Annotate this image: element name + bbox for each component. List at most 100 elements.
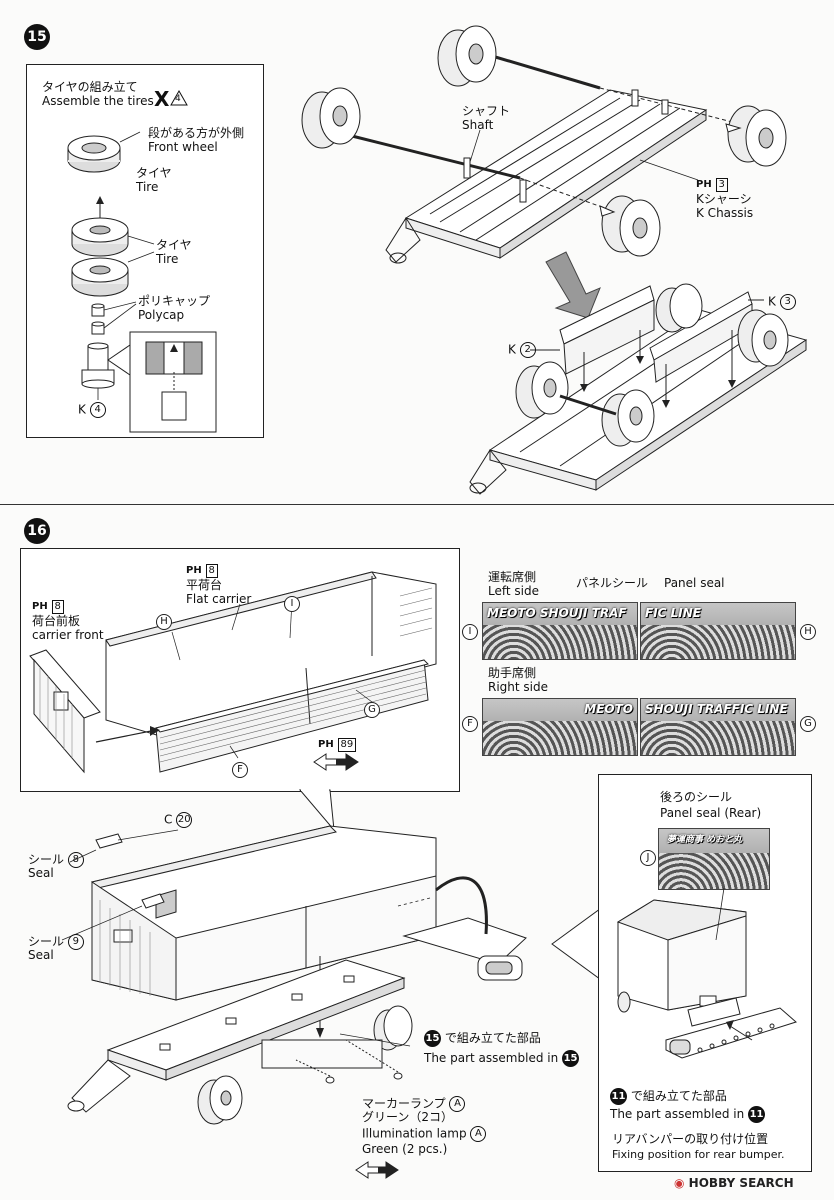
assembled-15-en-text: The part assembled in: [424, 1051, 559, 1065]
left-side-en: Left side: [488, 584, 539, 598]
sticker-f-text: MEOTO: [584, 702, 633, 716]
front-wheel-jp: 段がある方が外側: [148, 126, 245, 140]
marker-lamp-en-circ: A: [470, 1126, 487, 1142]
seal9-jp-text: シール: [28, 934, 65, 949]
carrier-front-en: carrier front: [32, 628, 104, 642]
sticker-label-g: G: [800, 716, 816, 732]
seal8-jp-text: シール: [28, 852, 65, 867]
panel-seal-jp: パネルシール: [576, 576, 649, 590]
sticker-f-wave: [483, 721, 637, 755]
carrier-front-badge: PH 8: [32, 598, 64, 614]
assembled-11-en: The part assembled in 11: [610, 1106, 766, 1123]
sticker-f: MEOTO: [482, 698, 638, 756]
watermark: ◉ HOBBY SEARCH: [674, 1176, 794, 1190]
part-k3: K 3: [768, 294, 796, 310]
seal8-num: 8: [67, 852, 84, 868]
sticker-h-text: FIC LINE: [645, 606, 701, 620]
part-c20-num: 20: [176, 812, 193, 828]
sticker-label-i: I: [462, 624, 478, 640]
assembled-11-en-badge: 11: [748, 1106, 766, 1123]
sticker-g-text: SHOUJI TRAFFIC LINE: [645, 702, 788, 716]
seal9-num: 9: [67, 934, 84, 950]
sticker-g-wave: [641, 721, 795, 755]
watermark-icon: ◉: [674, 1176, 685, 1190]
ref-badge-num: 89: [337, 738, 357, 752]
quantity-number-text: 4: [175, 94, 181, 104]
rear-seal-jp: 後ろのシール: [660, 790, 733, 804]
tire2-en: Tire: [156, 252, 179, 266]
sticker-g: SHOUJI TRAFFIC LINE: [640, 698, 796, 756]
panel-seal-en: Panel seal: [664, 576, 725, 590]
tire1-jp: タイヤ: [136, 166, 172, 180]
label-f: F: [232, 762, 248, 778]
right-side-jp: 助手席側: [488, 666, 537, 680]
part-k2-num: 2: [519, 342, 536, 358]
seal8-en: Seal: [28, 866, 54, 880]
chassis-badge-num: 3: [715, 178, 728, 192]
tire-3-icon: [71, 257, 129, 297]
sticker-i-text: MEOTO SHOUJI TRAF: [487, 606, 627, 620]
assembled-15-badge: 15: [424, 1030, 441, 1047]
rear-sticker-wave: [659, 853, 769, 889]
sticker-label-h: H: [800, 624, 816, 640]
quantity-mark: X: [154, 87, 170, 111]
polycap-jp: ポリキャップ: [138, 294, 211, 308]
step-15-number: 15: [24, 24, 50, 50]
polycap-en: Polycap: [138, 308, 185, 322]
rear-bumper-jp: リアバンパーの取り付け位置: [612, 1132, 769, 1146]
marker-lamp-jp: マーカーランプ A: [362, 1096, 466, 1112]
rear-seal-en: Panel seal (Rear): [660, 806, 762, 820]
marker-lamp-en2: Green (2 pcs.): [362, 1142, 448, 1156]
triangle-icon: [170, 89, 188, 106]
part-k2: K 2: [508, 342, 536, 358]
carrier-front-badge-num: 8: [51, 600, 64, 614]
tire2-jp: タイヤ: [156, 238, 192, 252]
flat-carrier-jp: 平荷台: [186, 578, 223, 592]
quantity-number: 4: [170, 89, 188, 109]
sticker-i: MEOTO SHOUJI TRAF: [482, 602, 638, 660]
section-divider: [0, 504, 834, 505]
flat-carrier-badge: PH 8: [186, 562, 218, 578]
assembled-11-jp: 11 で組み立てた部品: [610, 1088, 727, 1105]
shaft-en: Shaft: [462, 118, 494, 132]
assembled-11-en-text: The part assembled in: [610, 1107, 745, 1121]
ref-badge: PH 89: [318, 736, 357, 752]
flat-carrier-badge-num: 8: [205, 564, 218, 578]
marker-lamp-en: Illumination lamp A: [362, 1126, 487, 1142]
rear-bumper-en: Fixing position for rear bumper.: [612, 1148, 785, 1161]
chassis-badge: PH 3: [696, 176, 728, 192]
shaft-jp: シャフト: [462, 104, 511, 118]
seal8-jp: シール 8: [28, 852, 84, 868]
assembled-15-jp-text: で組み立てた部品: [444, 1031, 541, 1045]
wheel-icon: [301, 25, 787, 257]
part-k4: K 4: [78, 402, 106, 418]
marker-lamp-jp2: グリーン（2コ）: [362, 1110, 454, 1124]
flat-carrier-badge-text: PH: [186, 565, 202, 576]
watermark-text: HOBBY SEARCH: [688, 1176, 794, 1190]
marker-lamp-jp-text: マーカーランプ: [362, 1096, 446, 1111]
part-c20-letter: C: [164, 812, 173, 827]
assembled-11-jp-text: で組み立てた部品: [630, 1089, 727, 1103]
tire-assembly-title-jp: タイヤの組み立て: [42, 80, 138, 94]
part-k4-num: 4: [89, 402, 106, 418]
tire-assembly-title-en: Assemble the tires: [42, 94, 154, 108]
label-i: I: [284, 596, 300, 612]
sticker-h-wave: [641, 625, 795, 659]
hub-part-icon: [81, 342, 115, 389]
front-wheel-en: Front wheel: [148, 140, 218, 154]
assembled-15-en-badge: 15: [562, 1050, 580, 1067]
part-k3-num: 3: [779, 294, 796, 310]
tire1-en: Tire: [136, 180, 159, 194]
sticker-label-f: F: [462, 716, 478, 732]
ref-badge-text: PH: [318, 739, 334, 750]
carrier-front-badge-text: PH: [32, 601, 48, 612]
marker-lamp-en-text: Illumination lamp: [362, 1126, 467, 1141]
left-side-jp: 運転席側: [488, 570, 537, 584]
chassis-en: K Chassis: [696, 206, 754, 220]
